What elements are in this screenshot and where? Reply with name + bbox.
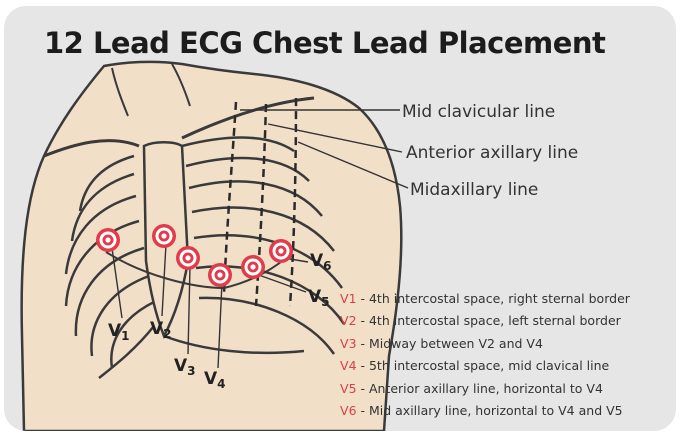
ribs-right bbox=[64, 154, 155, 369]
v1-label: V1 bbox=[108, 321, 130, 343]
legend-code: V3 bbox=[340, 335, 357, 351]
legend-desc: - Mid axillary line, horizontal to V4 an… bbox=[356, 402, 623, 418]
electrode-v4 bbox=[208, 263, 232, 287]
left-clavicle bbox=[43, 139, 140, 158]
electrode-v5 bbox=[241, 255, 265, 279]
legend-code: V4 bbox=[340, 358, 357, 374]
legend-code: V6 bbox=[340, 402, 357, 418]
electrode-v3 bbox=[176, 246, 200, 270]
legend-desc: - Midway between V2 and V4 bbox=[356, 335, 543, 351]
mid-clavicular-label: Mid clavicular line bbox=[402, 102, 555, 122]
v2-label: V2 bbox=[150, 319, 172, 341]
legend-code: V1 bbox=[340, 291, 357, 306]
midaxillary-dashed bbox=[288, 97, 298, 307]
midaxillary-label: Midaxillary line bbox=[410, 180, 538, 200]
v6-label: V6 bbox=[310, 251, 332, 273]
v4-label: V4 bbox=[204, 369, 226, 391]
right-clavicle bbox=[181, 96, 315, 140]
legend-desc: - 4th intercostal space, left sternal bo… bbox=[356, 313, 621, 329]
legend-item-v4: V4 - 5th intercostal space, mid clavical… bbox=[340, 355, 630, 377]
legend-desc: - Anterior axillary line, horizontal to … bbox=[356, 380, 603, 396]
page-title: 12 Lead ECG Chest Lead Placement bbox=[44, 26, 606, 60]
lead-legend: V1 - 4th intercostal space, right sterna… bbox=[340, 288, 630, 422]
diagram-card: Mid clavicular line Anterior axillary li… bbox=[4, 6, 676, 431]
legend-item-v3: V3 - Midway between V2 and V4 bbox=[340, 333, 630, 355]
electrode-v1 bbox=[96, 228, 120, 252]
legend-desc: - 4th intercostal space, right sternal b… bbox=[356, 291, 630, 306]
legend-desc: - 5th intercostal space, mid clavical li… bbox=[356, 358, 610, 374]
legend-item-v2: V2 - 4th intercostal space, left sternal… bbox=[340, 310, 630, 332]
anterior-axillary-dashed bbox=[254, 103, 268, 307]
electrode-v6 bbox=[269, 239, 293, 263]
legend-item-v6: V6 - Mid axillary line, horizontal to V4… bbox=[340, 400, 630, 422]
legend-code: V2 bbox=[340, 313, 357, 329]
chest-illustration: Mid clavicular line Anterior axillary li… bbox=[20, 60, 578, 431]
legend-item-v5: V5 - Anterior axillary line, horizontal … bbox=[340, 378, 630, 400]
legend-item-v1: V1 - 4th intercostal space, right sterna… bbox=[340, 288, 630, 310]
v5-label: V5 bbox=[308, 287, 330, 309]
anterior-axillary-label: Anterior axillary line bbox=[406, 143, 578, 163]
v3-label: V3 bbox=[174, 356, 196, 378]
electrode-v2 bbox=[152, 224, 176, 248]
legend-code: V5 bbox=[340, 380, 357, 396]
